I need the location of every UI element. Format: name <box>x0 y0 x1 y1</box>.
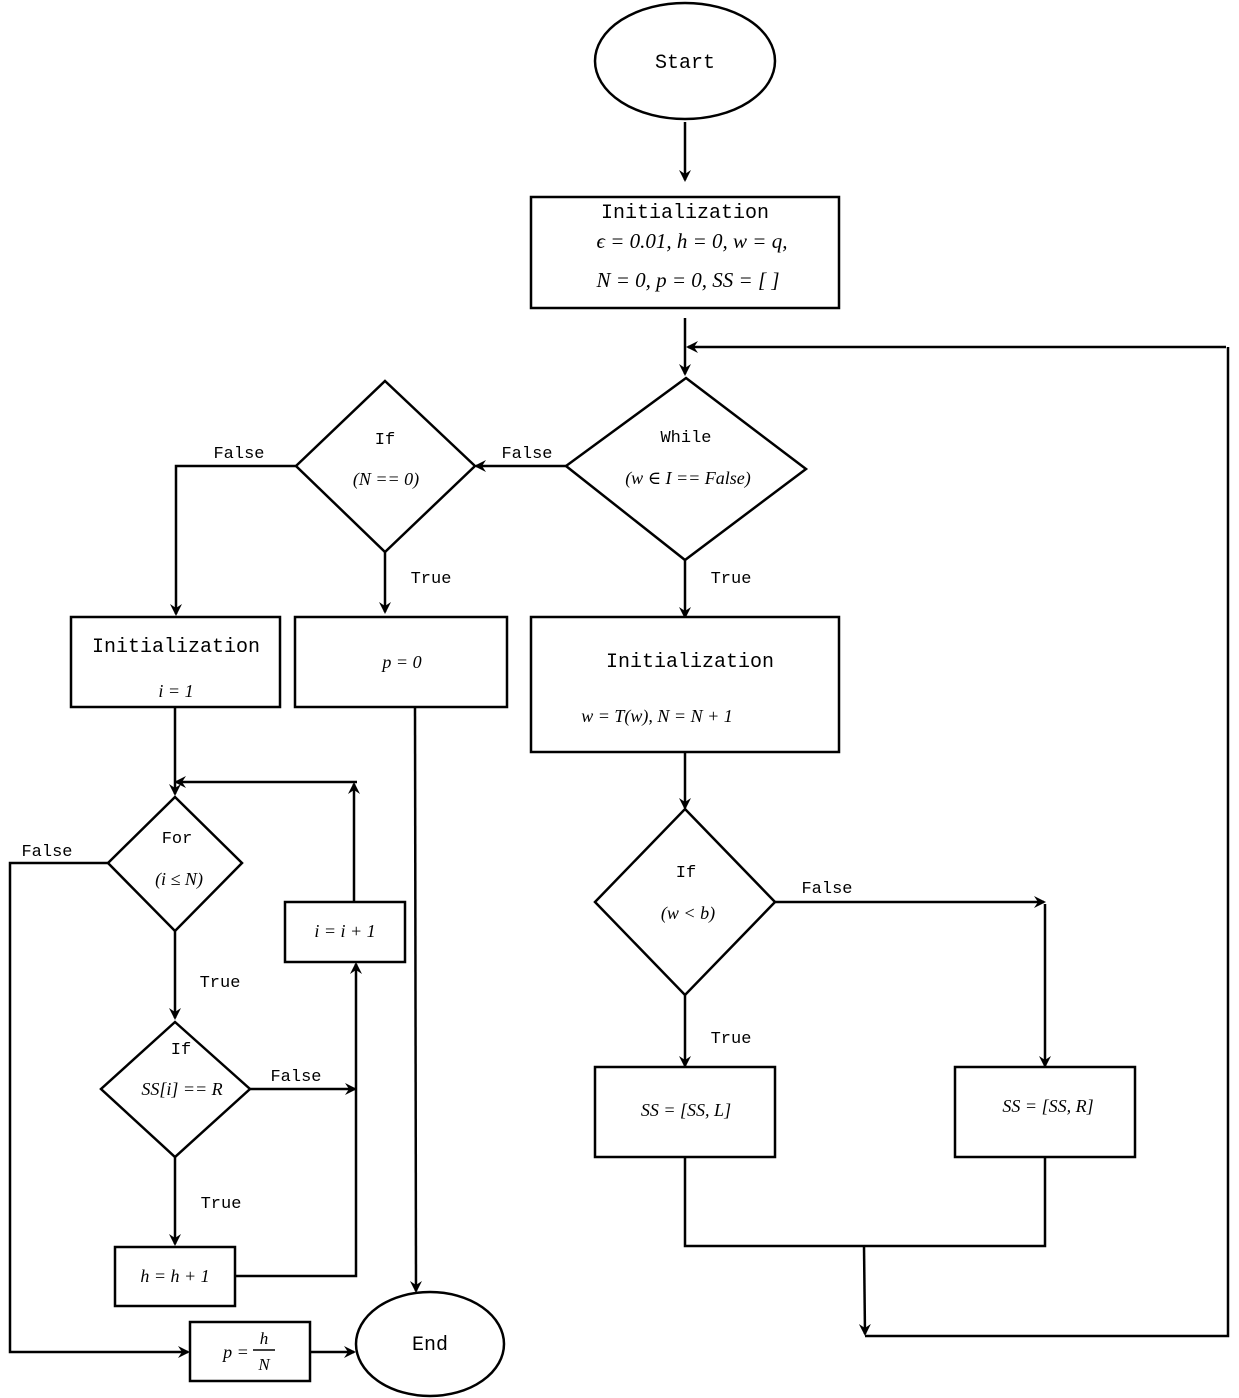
init-line1: ϵ = 0.01, h = 0, w = q, <box>597 229 788 253</box>
init-node: Initialization ϵ = 0.01, h = 0, w = q, N… <box>529 195 841 310</box>
i-inc-node: i = i + 1 <box>283 900 407 964</box>
edge-merge-loop <box>865 347 1230 1338</box>
if-n-node: If (N == 0) <box>294 379 477 554</box>
for-false-label: False <box>21 843 72 862</box>
end-node: End <box>354 1290 506 1398</box>
start-node: Start <box>593 1 777 121</box>
h-inc-node: h = h + 1 <box>113 1245 237 1308</box>
if-ss-false-label: False <box>270 1068 321 1087</box>
if-n-false-label: False <box>213 445 264 464</box>
if-n-condition: (N == 0) <box>353 469 419 490</box>
while-false-label: False <box>501 445 552 464</box>
if-ss-condition: SS[i] == R <box>141 1079 222 1099</box>
init-i-node: Initialization i = 1 <box>69 615 282 709</box>
p-ratio-numerator: h <box>260 1329 269 1348</box>
if-n-true-label: True <box>411 570 452 589</box>
i-inc-expr: i = i + 1 <box>314 921 375 941</box>
ss-r-node: SS = [SS, R] <box>953 1065 1137 1159</box>
h-inc-expr: h = h + 1 <box>140 1266 209 1286</box>
while-true-label: True <box>711 570 752 589</box>
p-ratio-denominator: N <box>257 1355 271 1374</box>
edge-hinc-join <box>235 962 362 1278</box>
if-ss-node: If SS[i] == R <box>99 1020 252 1159</box>
if-wb-false-label: False <box>801 880 852 899</box>
if-wb-true-label: True <box>711 1030 752 1049</box>
if-ss-true-label: True <box>201 1195 242 1214</box>
if-wb-node: If (w < b) <box>593 807 777 997</box>
init-w-title: Initialization <box>606 651 774 674</box>
init-line2: N = 0, p = 0, SS = [ ] <box>595 268 779 292</box>
ss-l-node: SS = [SS, L] <box>593 1065 777 1159</box>
if-wb-label: If <box>676 864 696 883</box>
init-w-node: Initialization w = T(w), N = N + 1 <box>529 615 841 754</box>
edge-labels: False True False True False True False T… <box>21 445 852 1214</box>
for-label: For <box>162 830 193 849</box>
start-label: Start <box>655 52 715 75</box>
end-label: End <box>412 1334 448 1357</box>
for-condition: (i ≤ N) <box>155 869 203 890</box>
while-label: While <box>660 429 711 448</box>
edge-for-false <box>8 861 190 1358</box>
connectors <box>8 122 1230 1358</box>
for-node: For (i ≤ N) <box>106 795 244 933</box>
ss-l-expr: SS = [SS, L] <box>641 1100 731 1120</box>
for-true-label: True <box>200 974 241 993</box>
init-i-title: Initialization <box>92 636 260 659</box>
p-ratio-node: p = h N <box>188 1320 312 1383</box>
if-wb-condition: (w < b) <box>661 903 715 924</box>
while-node: While (w ∈ I == False) <box>563 376 809 562</box>
edge-p0-end <box>409 706 422 1293</box>
ss-r-expr: SS = [SS, R] <box>1002 1096 1093 1116</box>
p-ratio-lhs: p = <box>221 1342 249 1362</box>
edge-merge-down <box>858 1245 871 1336</box>
edge-ifn-false <box>170 464 296 616</box>
while-condition: (w ∈ I == False) <box>625 468 751 489</box>
init-title: Initialization <box>601 202 769 225</box>
edge-ssl-merge <box>683 1157 1047 1248</box>
p-zero-expr: p = 0 <box>380 652 421 672</box>
init-i-expr: i = 1 <box>158 681 193 701</box>
p-zero-node: p = 0 <box>293 615 509 709</box>
if-ss-label: If <box>171 1041 191 1060</box>
if-n-label: If <box>375 431 395 450</box>
init-w-expr: w = T(w), N = N + 1 <box>581 706 732 727</box>
